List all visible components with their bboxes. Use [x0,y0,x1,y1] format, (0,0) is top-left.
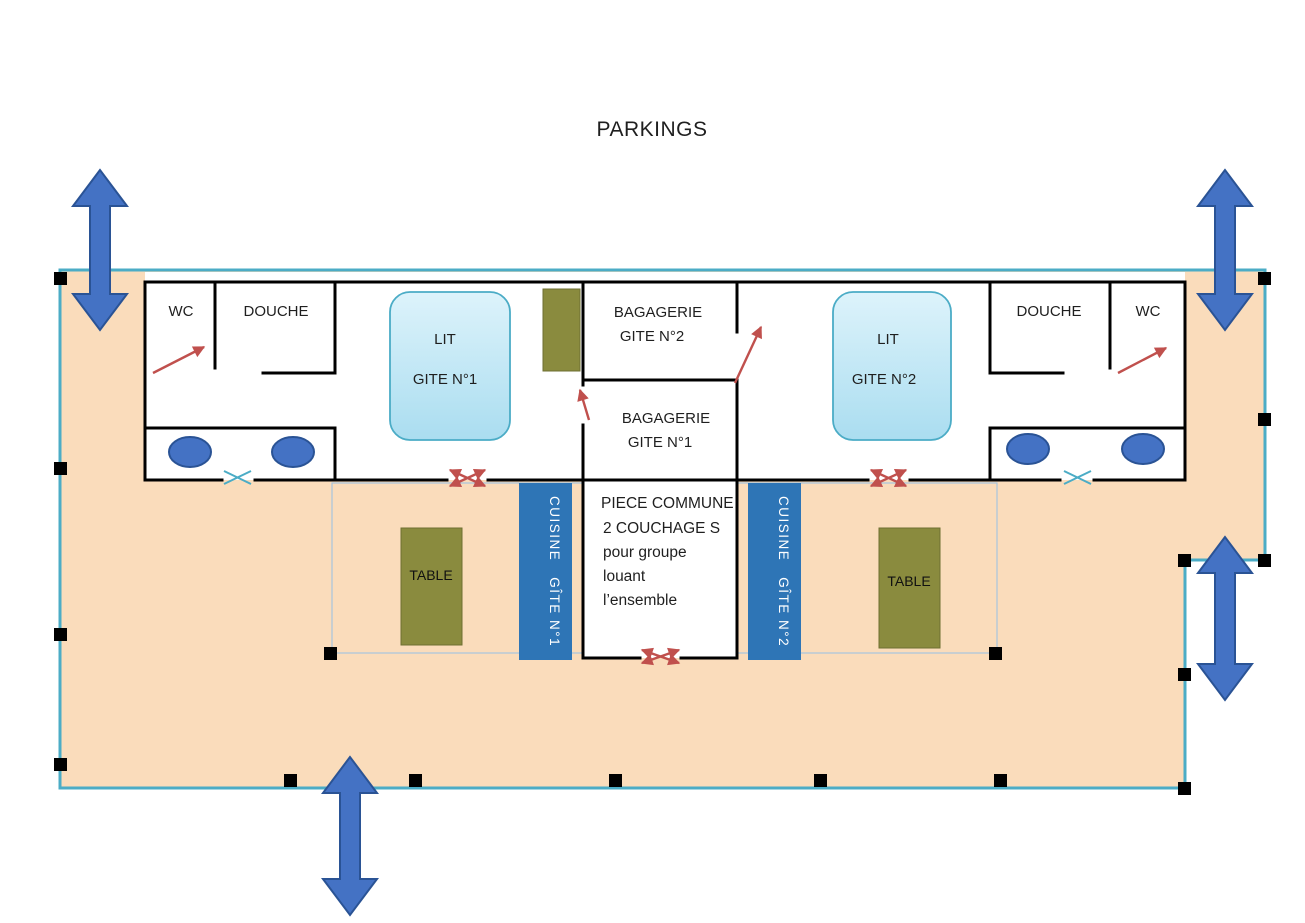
washbasin [1121,433,1165,465]
label-lit-gite1-num: GITE N°1 [413,371,477,388]
label-lit-gite2: LIT [877,331,899,348]
fence-posts [54,272,1271,795]
fence-post [324,647,337,660]
door-arrow-bagagerie1 [577,388,591,421]
fence-post [1258,413,1271,426]
luggage-rack [542,288,581,372]
washbasins [168,433,1165,468]
common-room [583,480,737,658]
label-kitchen-gite1: CUISINE GÎTE N°1 [547,496,562,647]
fence-post [609,774,622,787]
label-table-gite2: TABLE [887,573,930,589]
fence-post [54,272,67,285]
fence-post [284,774,297,787]
page-title: PARKINGS [597,118,708,141]
door-arrow-wc1 [152,345,206,375]
label-bagagerie1: BAGAGERIE [622,410,710,427]
label-bagagerie1-num: GITE N°1 [628,434,692,451]
table-gite1 [400,527,463,646]
access-arrows [71,168,1254,917]
label-douche-gite2: DOUCHE [1016,303,1081,320]
fence-post [1178,668,1191,681]
label-table-gite1: TABLE [409,567,452,583]
label-common-1: PIECE COMMUNE [601,495,734,512]
door-arrows-gite2 [869,468,908,488]
access-arrow-right [1196,535,1254,702]
label-kitchen-gite2-word1: CUISINE [776,496,791,561]
label-lit-gite1: LIT [434,331,456,348]
fence-post [994,774,1007,787]
kitchen-gite1 [519,483,572,660]
label-kitchen-gite1-word1: CUISINE [547,496,562,561]
access-arrow-top-right [1196,168,1254,332]
fence-post [814,774,827,787]
label-kitchen-gite2: CUISINE GÎTE N°2 [776,496,791,647]
fence-post [989,647,1002,660]
label-lit-gite2-num: GITE N°2 [852,371,916,388]
bath-door-marks [223,470,1092,485]
washbasin [168,436,212,468]
door-swing-arrows [152,325,1168,421]
table-gite2 [878,527,941,649]
label-common-2: 2 COUCHAGE S [603,520,720,537]
door-mark-gite2-bath [1063,470,1092,485]
label-common-4: louant [603,568,646,585]
fence-post [54,462,67,475]
fence-post [1258,554,1271,567]
label-bagagerie2-num: GITE N°2 [620,328,684,345]
label-kitchen-gite1-word2: GÎTE N°1 [547,577,562,647]
kitchen-gite2 [748,483,801,660]
fence-post [1258,272,1271,285]
fence-post [1178,782,1191,795]
label-common-3: pour groupe [603,544,687,561]
door-arrows-common [640,647,681,666]
label-wc-gite1: WC [169,303,194,320]
label-wc-gite2: WC [1136,303,1161,320]
entry-door-arrows [448,468,908,666]
bed-gite2 [832,291,952,441]
label-bagagerie2: BAGAGERIE [614,304,702,321]
access-arrow-bottom [321,755,379,917]
door-arrow-wc2 [1117,346,1168,375]
fence-post [54,758,67,771]
walls [143,280,1187,660]
label-douche-gite1: DOUCHE [243,303,308,320]
door-mark-gite1-bath [223,470,252,485]
label-common-5: l’ensemble [603,592,677,609]
label-kitchen-gite2-word2: GÎTE N°2 [776,577,791,647]
fence-post [1178,554,1191,567]
access-arrow-top-left [71,168,129,332]
washbasin [271,436,315,468]
fence-post [54,628,67,641]
washbasin [1006,433,1050,465]
bed-gite1 [389,291,511,441]
door-arrows-gite1 [448,468,487,488]
door-arrow-bagagerie2 [733,325,763,384]
fence-post [409,774,422,787]
